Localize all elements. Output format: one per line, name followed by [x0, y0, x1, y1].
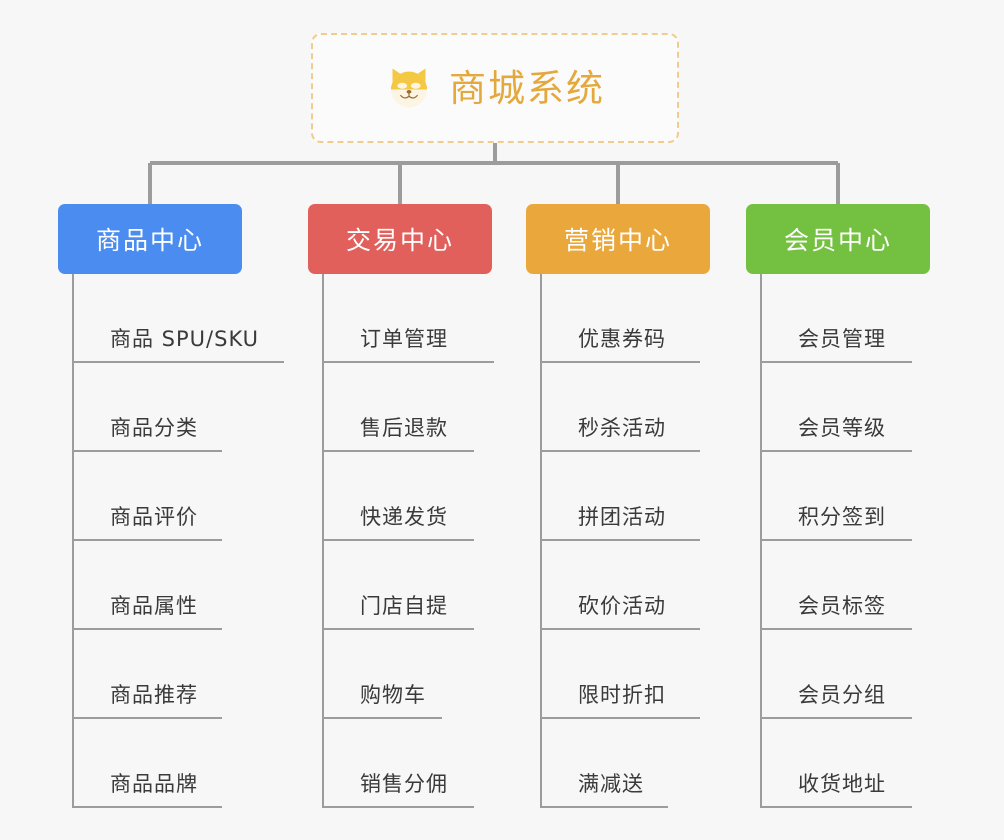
leaf-underline [540, 628, 700, 630]
leaf-label: 优惠券码 [578, 327, 666, 351]
leaf-label: 快递发货 [360, 505, 448, 529]
leaf-underline [72, 361, 284, 363]
leaf-underline [540, 806, 668, 808]
category-box-4[interactable]: 会员中心 [746, 204, 930, 274]
leaf-trunk [760, 274, 762, 808]
leaf-underline [322, 717, 442, 719]
leaf-underline [72, 539, 222, 541]
leaf-underline [72, 450, 222, 452]
leaf-underline [540, 361, 700, 363]
leaf-label: 会员标签 [798, 594, 886, 618]
leaf-label: 售后退款 [360, 416, 448, 440]
leaf-label: 限时折扣 [578, 683, 666, 707]
category-box-3[interactable]: 营销中心 [526, 204, 710, 274]
leaf-item[interactable]: 会员分组 [760, 630, 922, 719]
leaf-label: 商品评价 [110, 505, 198, 529]
leaf-label: 积分签到 [798, 505, 886, 529]
category-box-2[interactable]: 交易中心 [308, 204, 492, 274]
leaf-label: 拼团活动 [578, 505, 666, 529]
leaf-item[interactable]: 会员等级 [760, 363, 922, 452]
leaf-item[interactable]: 优惠券码 [540, 274, 710, 363]
leaf-item[interactable]: 商品评价 [72, 452, 232, 541]
leaf-underline [72, 628, 222, 630]
leaf-underline [760, 361, 912, 363]
leaf-underline [540, 450, 700, 452]
leaf-underline [760, 628, 912, 630]
leaf-item[interactable]: 商品属性 [72, 541, 232, 630]
leaf-trunk [72, 274, 74, 808]
leaf-label: 订单管理 [360, 327, 448, 351]
root-title: 商城系统 [449, 66, 605, 110]
leaf-item[interactable]: 秒杀活动 [540, 363, 710, 452]
leaf-item[interactable]: 商品 SPU/SKU [72, 274, 294, 363]
category-label: 营销中心 [563, 226, 672, 255]
leaf-underline [540, 717, 700, 719]
leaf-item[interactable]: 销售分佣 [322, 719, 484, 808]
leaf-trunk [322, 274, 324, 808]
category-label: 商品中心 [95, 226, 204, 255]
leaf-underline [322, 628, 474, 630]
leaf-label: 会员管理 [798, 327, 886, 351]
leaf-underline [72, 717, 222, 719]
leaf-item[interactable]: 收货地址 [760, 719, 922, 808]
leaf-underline [322, 450, 474, 452]
leaf-label: 商品品牌 [110, 772, 198, 796]
leaf-label: 秒杀活动 [578, 416, 666, 440]
leaf-underline [760, 450, 912, 452]
category-label: 会员中心 [783, 226, 892, 255]
leaf-label: 砍价活动 [578, 594, 666, 618]
leaf-label: 门店自提 [360, 594, 448, 618]
leaf-item[interactable]: 会员管理 [760, 274, 922, 363]
leaf-label: 会员分组 [798, 683, 886, 707]
leaf-item[interactable]: 会员标签 [760, 541, 922, 630]
leaf-underline [72, 806, 222, 808]
leaf-item[interactable]: 商品分类 [72, 363, 232, 452]
leaf-item[interactable]: 快递发货 [322, 452, 484, 541]
leaf-underline [322, 806, 474, 808]
leaf-underline [760, 717, 912, 719]
leaf-label: 会员等级 [798, 416, 886, 440]
leaf-label: 收货地址 [798, 772, 886, 796]
leaf-item[interactable]: 砍价活动 [540, 541, 710, 630]
leaf-trunk [540, 274, 542, 808]
leaf-underline [760, 806, 912, 808]
category-label: 交易中心 [345, 226, 454, 255]
leaf-item[interactable]: 商品推荐 [72, 630, 232, 719]
leaf-item[interactable]: 积分签到 [760, 452, 922, 541]
category-box-1[interactable]: 商品中心 [58, 204, 242, 274]
leaf-item[interactable]: 商品品牌 [72, 719, 232, 808]
leaf-label: 商品分类 [110, 416, 198, 440]
leaf-item[interactable]: 购物车 [322, 630, 452, 719]
leaf-item[interactable]: 拼团活动 [540, 452, 710, 541]
leaf-item[interactable]: 门店自提 [322, 541, 484, 630]
root-node[interactable]: 商城系统 [311, 33, 679, 143]
shiba-dog-icon [391, 68, 427, 108]
leaf-label: 购物车 [360, 683, 426, 707]
leaf-underline [322, 361, 494, 363]
leaf-label: 销售分佣 [360, 772, 448, 796]
leaf-item[interactable]: 售后退款 [322, 363, 484, 452]
leaf-label: 商品推荐 [110, 683, 198, 707]
leaf-underline [322, 539, 474, 541]
leaf-label: 商品 SPU/SKU [110, 327, 260, 351]
leaf-item[interactable]: 限时折扣 [540, 630, 710, 719]
leaf-item[interactable]: 满减送 [540, 719, 678, 808]
leaf-underline [540, 539, 700, 541]
leaf-label: 满减送 [578, 772, 644, 796]
leaf-label: 商品属性 [110, 594, 198, 618]
leaf-underline [760, 539, 912, 541]
leaf-item[interactable]: 订单管理 [322, 274, 504, 363]
